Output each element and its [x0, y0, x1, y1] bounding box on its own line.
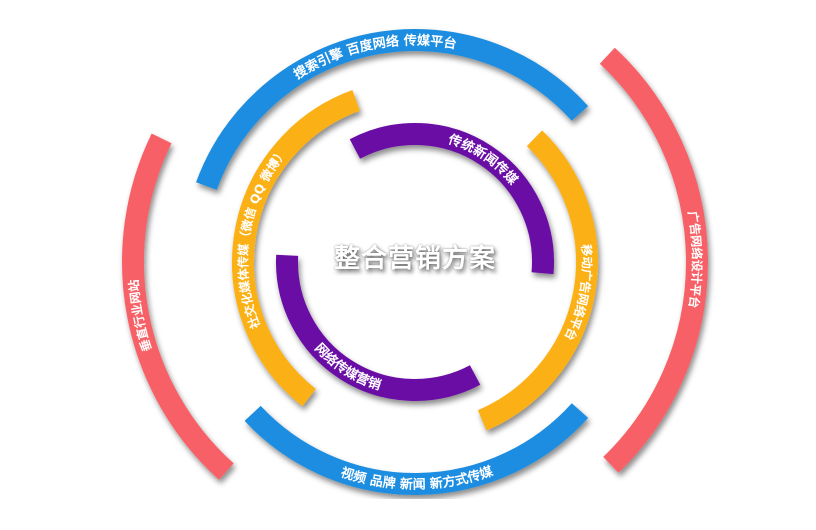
arc-red-right — [599, 47, 708, 473]
arc-blue-top — [196, 29, 589, 190]
arc-orange-right — [477, 130, 599, 431]
center-title: 整合营销方案 — [333, 244, 496, 274]
arc-blue-bottom — [244, 403, 589, 495]
arc-orange-left — [232, 90, 360, 407]
arc-label-purple-bottom: 网络传媒营销 — [311, 341, 383, 394]
arc-red-left — [122, 133, 234, 480]
arc-label-text: 传统新闻传媒 — [445, 131, 521, 189]
arc-purple-top — [349, 123, 554, 275]
arc-label-purple-top: 传统新闻传媒 — [445, 131, 521, 189]
arc-purple-bottom — [276, 254, 481, 401]
arc-label-text: 网络传媒营销 — [311, 341, 383, 394]
